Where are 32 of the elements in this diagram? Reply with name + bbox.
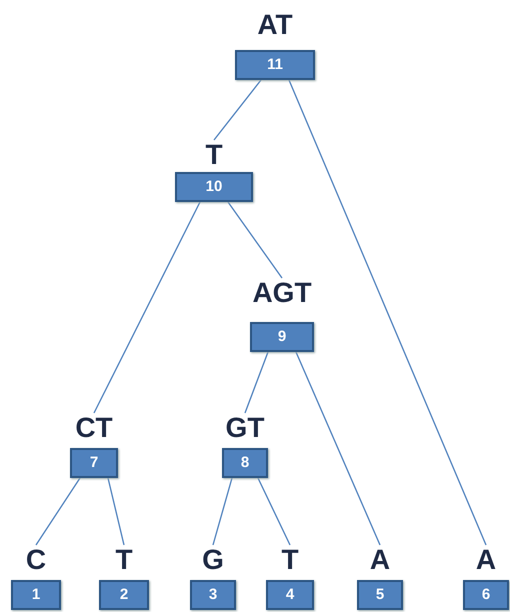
sequence-label: GT (226, 413, 264, 443)
tree-branch-line (227, 202, 283, 278)
sequence-label: T (115, 545, 133, 575)
node-number-box: 4 (266, 580, 314, 610)
node-number-box: 2 (99, 580, 149, 610)
sequence-label: T (281, 545, 299, 575)
node-number-box: 5 (357, 580, 403, 610)
tree-branch-line (107, 478, 125, 546)
tree-branch-line (35, 478, 81, 546)
node-number-box: 3 (190, 580, 236, 610)
node-number-box: 8 (222, 448, 268, 478)
sequence-label: AT (257, 10, 293, 40)
sequence-label: A (370, 545, 390, 575)
node-number-box: 7 (70, 448, 118, 478)
sequence-label: C (26, 545, 46, 575)
sequence-label: CT (75, 413, 113, 443)
tree-branch-line (257, 478, 291, 546)
node-number-box: 1 (11, 580, 61, 610)
node-number-box: 6 (463, 580, 509, 610)
tree-branch-line (93, 202, 201, 414)
node-number-box: 9 (250, 322, 314, 352)
sequence-label: G (202, 545, 224, 575)
node-number-box: 11 (235, 50, 315, 80)
sequence-label: T (205, 140, 223, 170)
tree-branch-line (244, 352, 269, 414)
tree-branch-line (212, 478, 233, 546)
sequence-label: AGT (252, 278, 312, 308)
sequence-label: A (476, 545, 496, 575)
node-number-box: 10 (175, 172, 253, 202)
tree-branch-line (288, 80, 487, 546)
tree-branch-line (295, 352, 381, 546)
tree-branch-line (213, 80, 262, 140)
